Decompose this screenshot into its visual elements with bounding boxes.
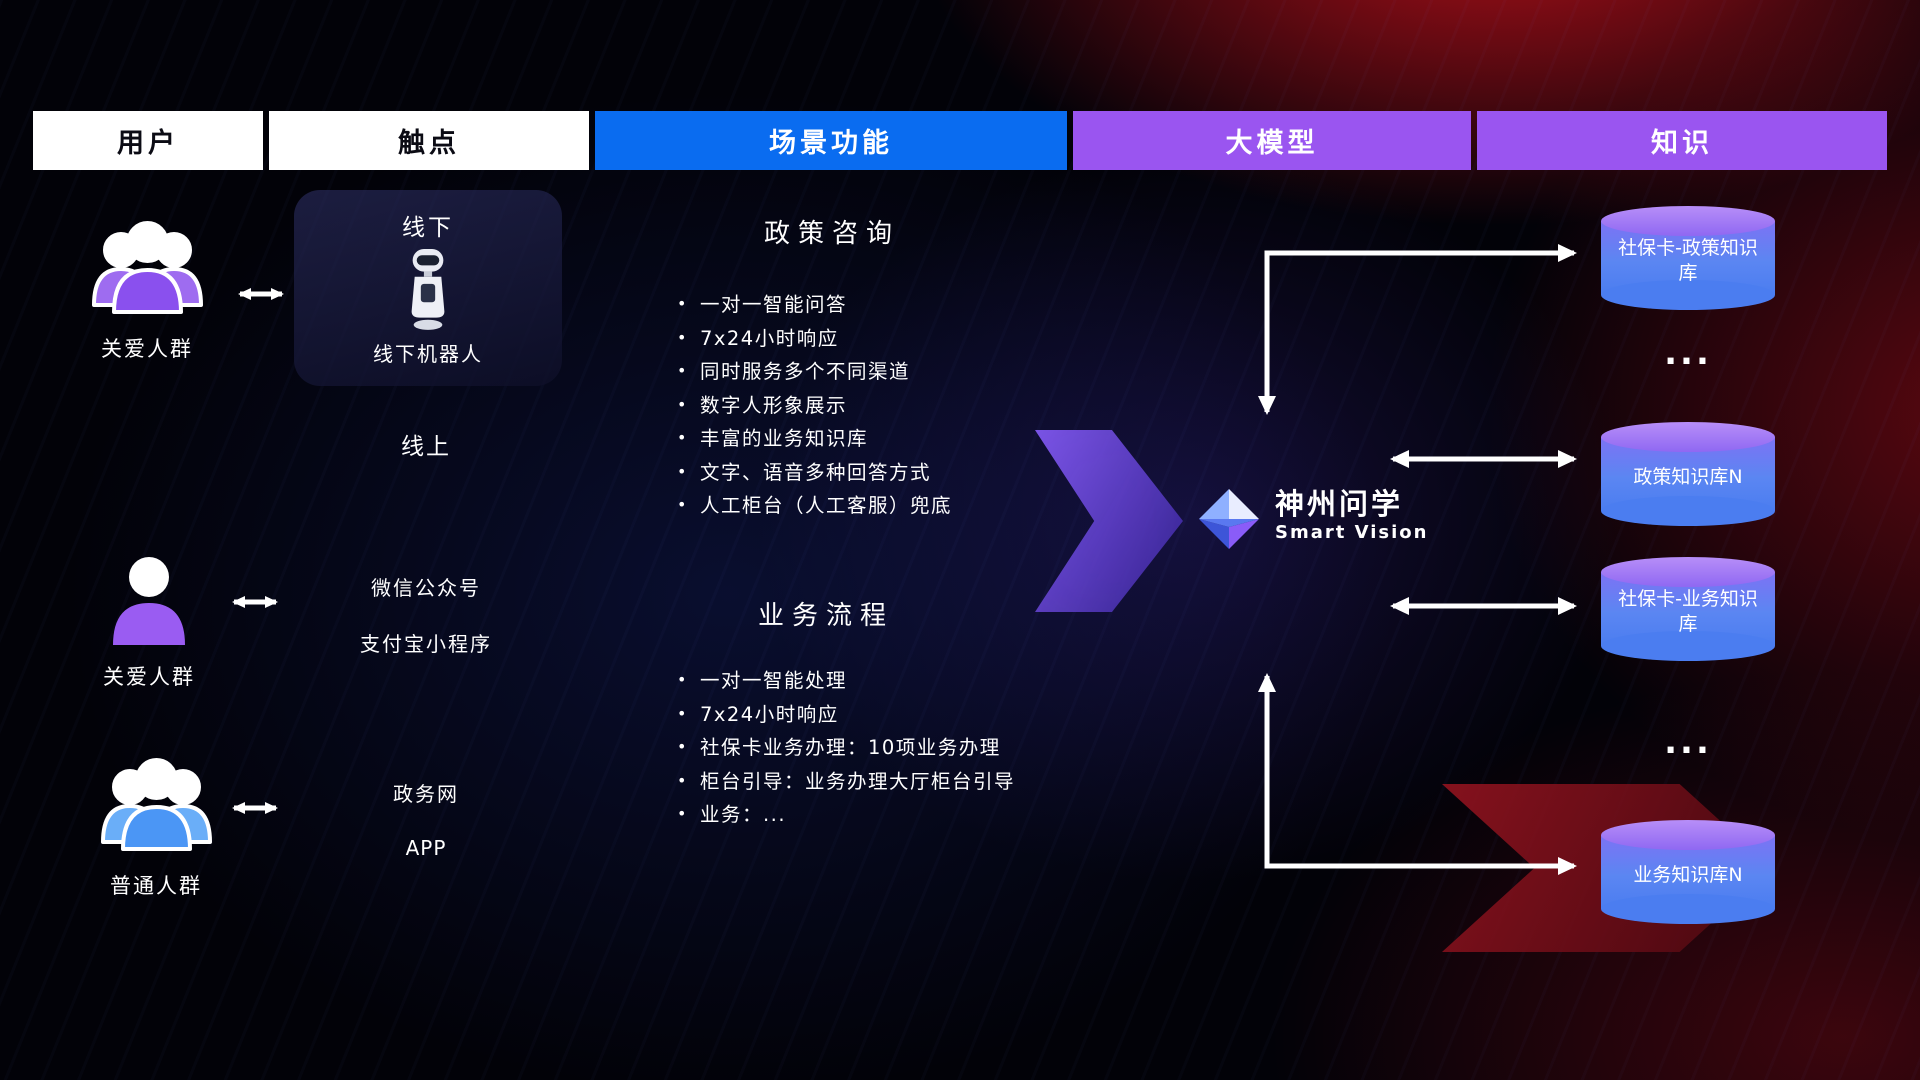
knowledge-ellipsis-2: ... [1664, 722, 1712, 762]
column-header-touchpoint: 触点 [269, 111, 589, 170]
database-icon [1601, 422, 1775, 452]
people-group-blue-icon [89, 758, 224, 862]
knowledge-db-label: 政策知识库N [1633, 465, 1743, 488]
knowledge-db-social-policy: 社保卡-政策知识库 [1601, 206, 1775, 310]
knowledge-db-label: 业务知识库N [1633, 863, 1743, 886]
user-group-care-1: 关爱人群 [57, 211, 237, 363]
scene-item: 人工柜台（人工客服）兜底 [677, 490, 952, 524]
touchpoint-app: APP [405, 836, 447, 860]
scene-item: 一对一智能处理 [677, 665, 1015, 699]
model-subtitle: Smart Vision [1275, 522, 1429, 543]
scene-item: 柜台引导：业务办理大厅柜台引导 [677, 766, 1015, 800]
model-name: 神州问学 [1275, 487, 1404, 521]
people-group-purple-icon [80, 221, 215, 325]
scene-item: 数字人形象展示 [677, 390, 952, 424]
column-header-scene: 场景功能 [595, 111, 1067, 170]
scene-item: 7x24小时响应 [677, 699, 1015, 733]
touchpoint-gov-site: 政务网 [393, 782, 459, 806]
model-logo: 神州问学 Smart Vision [1197, 487, 1428, 555]
column-header-model: 大模型 [1073, 111, 1471, 170]
knowledge-db-social-business: 社保卡-业务知识库 [1601, 557, 1775, 661]
user-group-label: 关爱人群 [103, 665, 195, 689]
user-group-label: 普通人群 [110, 874, 202, 898]
scene-item: 一对一智能问答 [677, 289, 952, 323]
scene-item: 业务：... [677, 799, 1015, 833]
column-header-user-label: 用户 [117, 128, 179, 159]
column-header-model-label: 大模型 [1225, 128, 1319, 159]
user-group-care-2: 关爱人群 [59, 551, 239, 691]
knowledge-ellipsis-1: ... [1664, 333, 1712, 373]
diamond-logo-icon [1197, 487, 1261, 555]
scene-item: 文字、语音多种回答方式 [677, 457, 952, 491]
touchpoint-offline-card: 线下 线下机器人 [294, 190, 562, 386]
scene-title-policy: 政策咨询 [763, 219, 900, 249]
scene-item: 丰富的业务知识库 [677, 423, 952, 457]
robot-icon [294, 242, 562, 338]
user-group-general: 普通人群 [66, 748, 246, 900]
user-group-label: 关爱人群 [101, 337, 193, 361]
knowledge-db-business-n: 业务知识库N [1601, 820, 1775, 924]
column-header-user: 用户 [33, 111, 263, 170]
column-header-scene-label: 场景功能 [769, 128, 893, 159]
flow-arrow-to-model [1035, 430, 1183, 612]
scene-item: 同时服务多个不同渠道 [677, 356, 952, 390]
scene-policy-list: 一对一智能问答 7x24小时响应 同时服务多个不同渠道 数字人形象展示 丰富的业… [677, 289, 952, 524]
touchpoint-alipay: 支付宝小程序 [360, 632, 492, 656]
scene-item: 7x24小时响应 [677, 323, 952, 357]
scene-business-list: 一对一智能处理 7x24小时响应 社保卡业务办理：10项业务办理 柜台引导：业务… [677, 665, 1015, 833]
knowledge-db-label: 社保卡-政策知识库 [1618, 237, 1758, 284]
database-icon [1601, 557, 1775, 587]
touchpoint-wechat: 微信公众号 [371, 576, 481, 600]
column-header-knowledge-label: 知识 [1651, 128, 1713, 159]
arrow-model-to-db1 [1258, 244, 1577, 415]
database-icon [1601, 206, 1775, 236]
touchpoint-offline-robot-label: 线下机器人 [373, 342, 483, 366]
touchpoint-offline-title: 线下 [402, 215, 454, 241]
touchpoint-online-title: 线上 [401, 434, 451, 460]
knowledge-db-policy-n: 政策知识库N [1601, 422, 1775, 526]
column-header-knowledge: 知识 [1477, 111, 1887, 170]
column-header-touchpoint-label: 触点 [398, 128, 460, 159]
database-icon [1601, 820, 1775, 850]
person-purple-icon [107, 557, 191, 653]
scene-title-business: 业务流程 [757, 601, 894, 631]
scene-item: 社保卡业务办理：10项业务办理 [677, 732, 1015, 766]
knowledge-db-label: 社保卡-业务知识库 [1618, 588, 1758, 635]
